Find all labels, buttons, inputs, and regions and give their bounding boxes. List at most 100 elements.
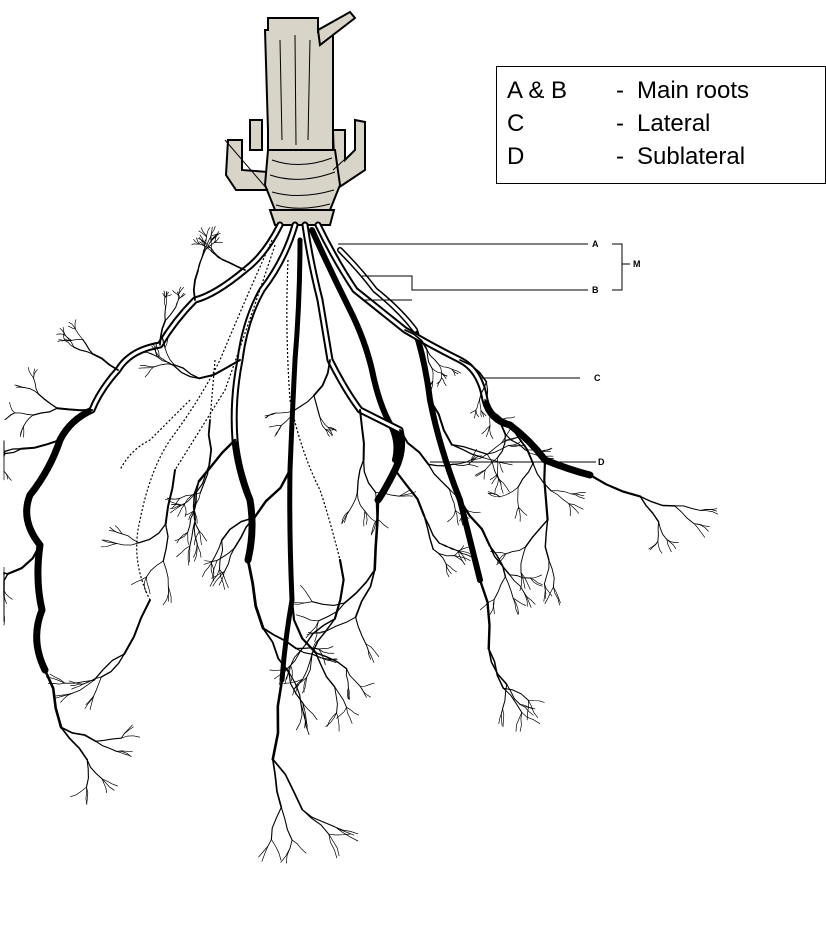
root-branch <box>139 367 154 368</box>
root-branch <box>33 408 57 415</box>
root-branch <box>263 628 296 648</box>
root-branch <box>476 400 480 410</box>
root-branch <box>524 592 535 604</box>
root-branch <box>271 807 281 839</box>
root-branch <box>211 248 222 260</box>
legend-key: C <box>507 112 524 136</box>
root-branch <box>140 366 154 367</box>
root-branch <box>170 505 182 509</box>
root-branch <box>293 396 314 411</box>
root-branch <box>347 707 353 723</box>
root-branch <box>178 505 185 517</box>
root-branch <box>484 470 485 479</box>
root-branch <box>163 524 168 561</box>
root-branch <box>259 839 272 857</box>
root-branch <box>292 600 316 653</box>
root-branch <box>296 708 302 730</box>
root-branch <box>439 365 442 378</box>
root-branch <box>518 463 533 487</box>
root-branch <box>94 654 124 680</box>
root-branch <box>75 320 76 329</box>
leader-b <box>362 276 588 300</box>
root-branch <box>165 307 166 321</box>
root-branch <box>23 427 24 438</box>
root-branch <box>553 587 560 603</box>
root-branch <box>306 619 335 645</box>
root-branch <box>58 341 65 342</box>
root-branch <box>499 462 503 472</box>
root-branch <box>470 410 475 413</box>
root-branch <box>147 577 151 594</box>
root-branch <box>276 425 281 434</box>
root-branch <box>433 549 454 556</box>
root-branch <box>329 834 337 858</box>
root-branch <box>544 460 547 520</box>
root-branch <box>453 464 468 465</box>
root-branch <box>93 354 118 370</box>
root-branch <box>377 519 388 528</box>
root-branch <box>71 787 87 797</box>
root-branch <box>166 298 167 307</box>
root-branch <box>289 672 302 707</box>
root-branch <box>145 367 154 377</box>
root-branch <box>545 587 554 604</box>
root-branch <box>515 507 519 518</box>
root-branch <box>10 402 15 413</box>
root-branch <box>188 532 189 544</box>
root-branch <box>569 504 583 510</box>
dotted-roots <box>120 240 340 600</box>
root-branch <box>75 329 83 340</box>
root-branch <box>121 727 133 738</box>
root-branch <box>163 587 168 605</box>
legend-desc: Sublateral <box>637 145 745 169</box>
root-branch <box>172 498 180 508</box>
root-branch <box>4 590 12 599</box>
root-branch <box>300 585 312 602</box>
root-branch <box>569 504 571 516</box>
root-branch <box>314 360 330 396</box>
root-branch <box>201 228 206 237</box>
root-branch <box>349 492 357 511</box>
root-branch <box>164 297 165 307</box>
root-branch <box>87 760 89 787</box>
root-branch <box>521 547 526 573</box>
root-branch <box>337 707 347 718</box>
root-branch <box>165 498 179 499</box>
root-branch <box>533 463 551 490</box>
lateral-and-sublateral-roots <box>4 227 718 864</box>
root-branch <box>541 451 551 452</box>
root-branch <box>497 434 505 458</box>
root-branch <box>147 561 164 577</box>
root-branch <box>72 339 83 340</box>
callout-b: B <box>592 285 599 295</box>
root-branch <box>273 759 303 809</box>
legend-dash: - <box>616 79 624 103</box>
root-branch <box>101 654 124 677</box>
root-branch <box>281 807 292 840</box>
root-branch <box>180 493 201 499</box>
root-branch <box>286 840 292 863</box>
root-branch <box>176 295 179 307</box>
root-branch <box>432 368 433 381</box>
root-branch <box>442 378 447 386</box>
callout-m: M <box>633 259 641 269</box>
root-branch <box>199 231 207 237</box>
root-branch <box>117 543 139 545</box>
root-branch <box>454 556 470 561</box>
legend-desc: Main roots <box>637 79 749 103</box>
root-branch <box>545 520 549 560</box>
callout-c: C <box>594 373 601 383</box>
root-branch <box>553 587 559 605</box>
root-branch <box>271 839 281 860</box>
root-branch <box>356 617 366 644</box>
root-branch <box>194 239 200 244</box>
root-branch <box>526 520 548 547</box>
root-branch <box>102 779 114 790</box>
root-branch <box>23 415 33 427</box>
root-branch <box>202 563 211 577</box>
root-branch <box>549 560 554 587</box>
root-branch <box>503 417 515 419</box>
root-branch <box>225 548 235 571</box>
root-branch <box>492 474 498 484</box>
root-branch <box>360 410 364 460</box>
